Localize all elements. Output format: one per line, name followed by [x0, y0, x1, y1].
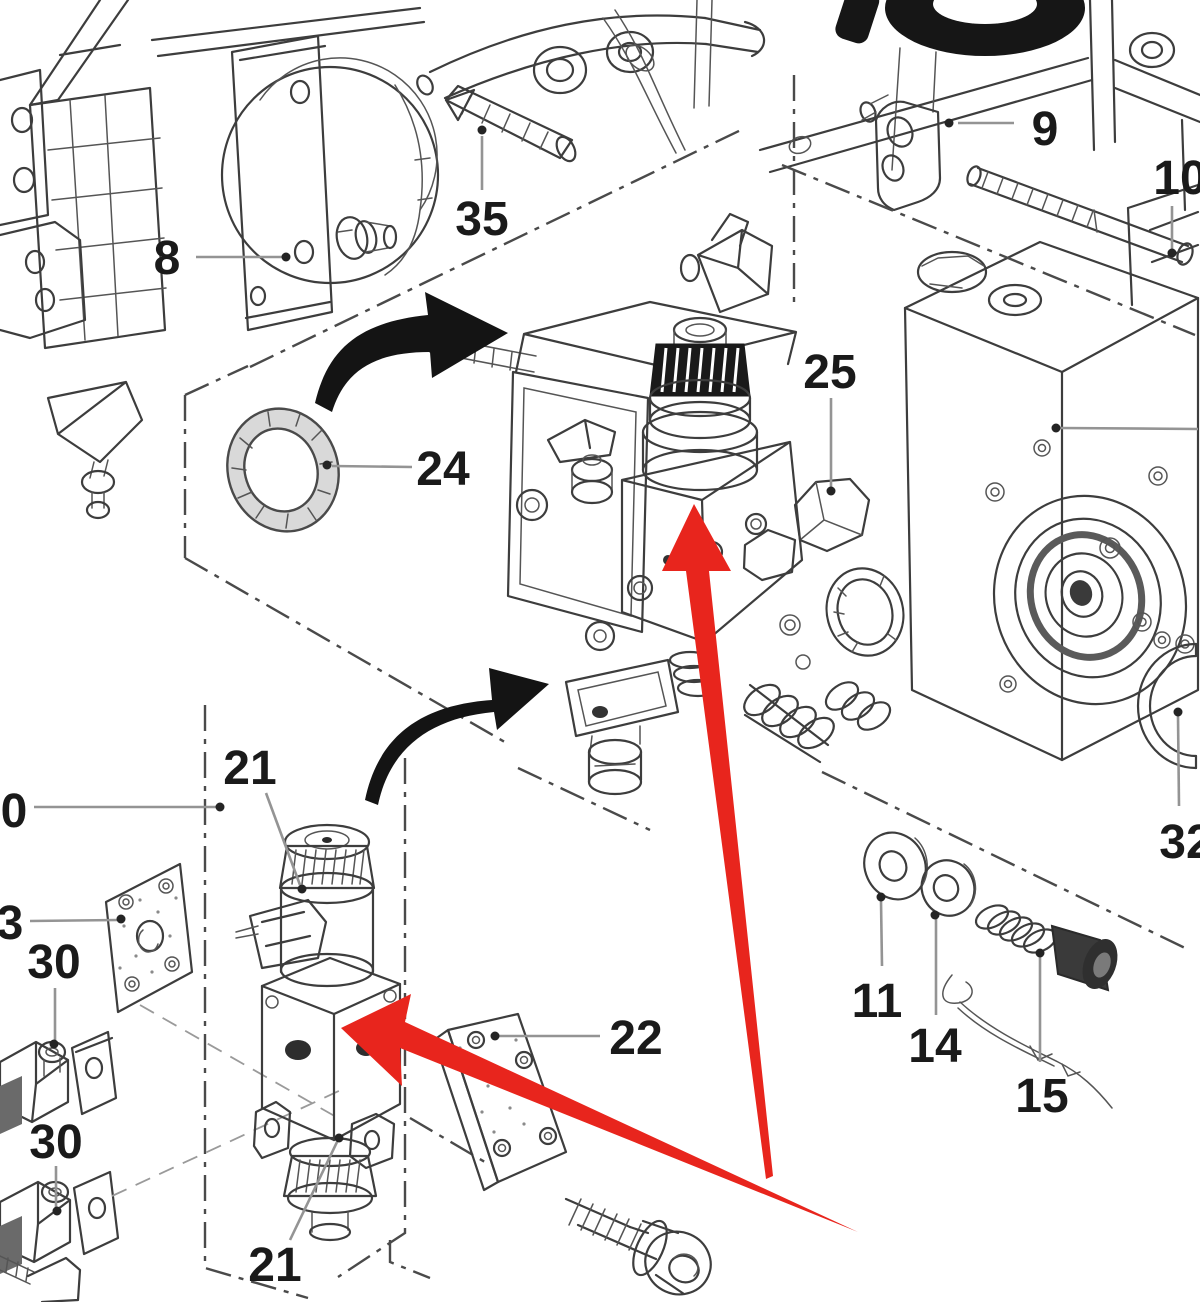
- part-label-30-upper: 30: [27, 936, 80, 989]
- part-label-21-upper: 21: [223, 742, 276, 795]
- retaining-ring-part-32: [1132, 612, 1198, 770]
- wire-clip: [942, 974, 1113, 1109]
- phantom-lines: [183, 75, 1196, 1300]
- gasket-part-22: [432, 1012, 568, 1192]
- cam-arm: [428, 0, 765, 154]
- red-arrow-main-valve: [662, 504, 773, 1179]
- alignment-lines: [111, 1004, 342, 1197]
- part-label-8: 8: [154, 232, 181, 285]
- lower-solenoid-valve: [235, 823, 402, 1242]
- red-arrow-lower-valve: [341, 994, 858, 1232]
- pump-flange-bolt-holes: [985, 439, 1195, 693]
- washer-part-11: [863, 831, 928, 901]
- seal-ring-top: [835, 0, 1085, 171]
- part-label-24: 24: [416, 443, 470, 496]
- part-label-32: 32: [1159, 816, 1200, 869]
- washer-part-14: [920, 859, 977, 917]
- part-label-25: 25: [803, 346, 856, 399]
- part-label-30-lower: 30: [29, 1116, 82, 1169]
- bracket-part-9: [859, 94, 942, 212]
- spring-and-screw-part-15: [974, 904, 1118, 992]
- mounting-plate-left: [104, 862, 194, 1014]
- clamp-30-lower: [0, 1170, 120, 1302]
- part-label-11: 11: [852, 975, 903, 1028]
- stud-part-10: [966, 165, 1194, 266]
- part-label-21-lower: 21: [248, 1239, 301, 1292]
- cap-screw-bottom: [564, 1197, 712, 1296]
- pump-body: [825, 240, 1200, 762]
- part-number-labels: 8 35 9 10 24 25 0 3 30 21 22 30 21 11 14…: [0, 103, 1200, 1292]
- part-label-10: 10: [1153, 152, 1200, 205]
- pin-part-35: [416, 74, 577, 163]
- part-label-3-edge: 3: [0, 897, 23, 950]
- machine-frame: [0, 0, 537, 520]
- machine-rails: [758, 0, 1200, 307]
- part-label-14: 14: [908, 1020, 962, 1073]
- part-label-15: 15: [1015, 1070, 1068, 1123]
- part-label-9: 9: [1032, 103, 1059, 156]
- o-ring-part-24: [226, 407, 340, 533]
- knob-part-8: [335, 216, 398, 260]
- part-label-0-edge: 0: [1, 785, 28, 838]
- clamp-30-upper: [0, 1030, 118, 1134]
- detail-arrow-upper: [315, 292, 508, 412]
- main-solenoid-valve-assembly: [506, 212, 892, 796]
- part-label-22: 22: [609, 1012, 662, 1065]
- detail-arrow-lower: [365, 668, 549, 805]
- hex-plug-part-25: [742, 477, 871, 582]
- leader-lines: [29, 118, 1199, 1241]
- part-label-35: 35: [455, 193, 508, 246]
